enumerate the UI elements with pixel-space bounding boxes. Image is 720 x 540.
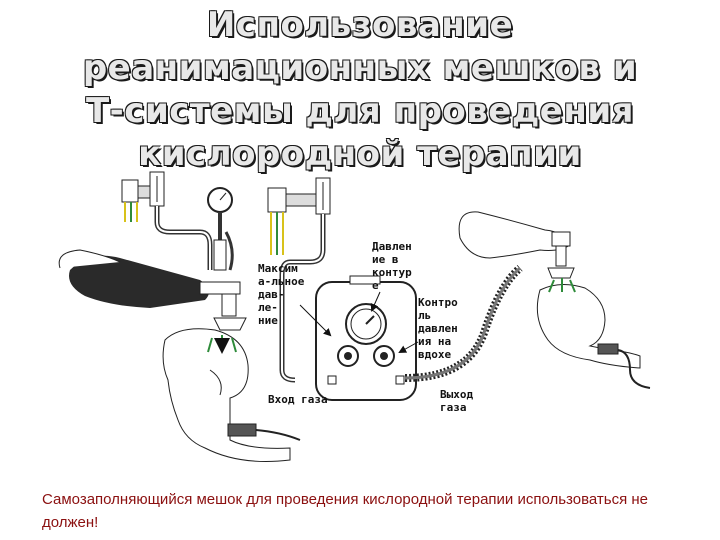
infant-right-icon [536, 284, 651, 389]
label-gas-outlet: Выход газа [440, 388, 474, 414]
manometer-icon [207, 187, 234, 271]
page-title: Использование реанимационных мешков и Т-… [20, 4, 700, 176]
title-line-3: Т-системы для проведения [85, 91, 635, 131]
resuscitation-bag-icon [58, 249, 247, 331]
flowmeter-left-icon [121, 171, 165, 222]
oxygen-therapy-illustration [58, 171, 651, 462]
flowmeter-center-icon [267, 177, 331, 255]
hand-right-icon [458, 211, 575, 279]
title-line-4: кислородной терапии [138, 134, 582, 174]
title-line-2: реанимационных мешков и [82, 48, 638, 88]
infant-left-icon [162, 328, 301, 462]
warning-text: Самозаполняющийся мешок для проведения к… [42, 491, 649, 531]
label-inspiratory-control: Контро ль давлен ия на вдохе [418, 296, 458, 361]
title-line-1: Использование [206, 5, 514, 45]
label-max-pressure: Максим а-льное дав- ле- ние [258, 262, 305, 327]
label-gas-inlet: Вход газа [268, 393, 328, 406]
t-piece-device-icon [315, 275, 417, 401]
green-arrows-right-icon [548, 278, 576, 293]
label-circuit-pressure: Давлен ие в контур е [372, 240, 412, 292]
green-arrows-left-icon [207, 335, 237, 354]
